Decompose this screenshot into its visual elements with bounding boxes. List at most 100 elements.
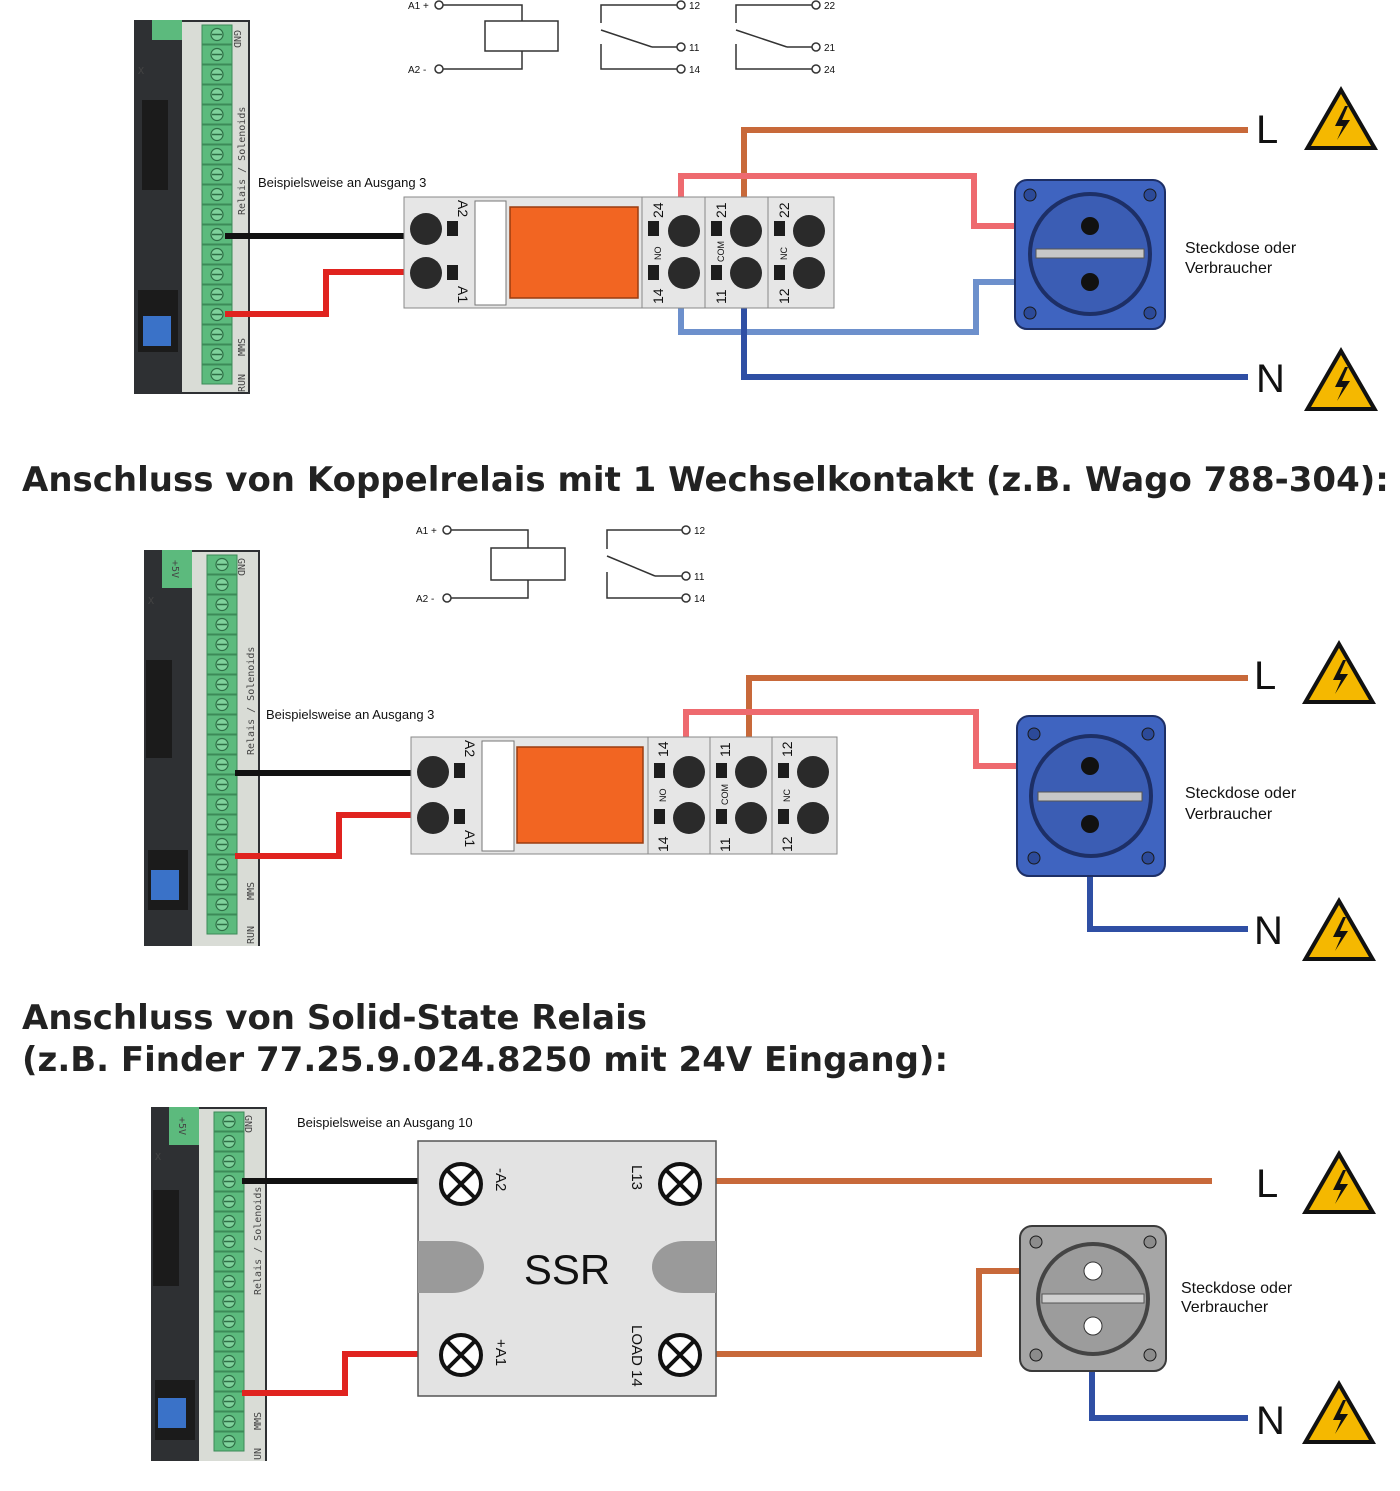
relay-com: COM bbox=[720, 784, 730, 805]
pcb-relais-label: Relais / Solenoids bbox=[246, 647, 257, 755]
schematic-12: 12 bbox=[689, 1, 701, 12]
relay-no: NO bbox=[653, 247, 663, 261]
relay-12-top: 12 bbox=[779, 741, 795, 757]
schematic-a1: A1 + bbox=[416, 526, 437, 537]
output-note: Beispielsweise an Ausgang 3 bbox=[266, 707, 434, 722]
relay-21: 21 bbox=[713, 202, 729, 218]
schematic-a2: A2 - bbox=[416, 594, 434, 605]
pcb-gnd-label: GND bbox=[231, 30, 242, 48]
heading-ssr-line1: Anschluss von Solid-State Relais bbox=[22, 998, 648, 1038]
socket-label-2: Verbraucher bbox=[1181, 1299, 1269, 1316]
pcb-x-label: X bbox=[148, 596, 154, 607]
controller-board: GND +5V Relais / Solenoids MMS RUN X bbox=[144, 550, 260, 946]
relay-nc: NC bbox=[782, 789, 792, 802]
supply-wire bbox=[225, 269, 405, 317]
line-n-label: N bbox=[1256, 357, 1285, 401]
warning-high-voltage-icon bbox=[1302, 1150, 1376, 1214]
heading-ssr-line2: (z.B. Finder 77.25.9.024.8250 mit 24V Ei… bbox=[22, 1040, 949, 1080]
warning-high-voltage-icon bbox=[1304, 86, 1378, 150]
pcb-x-label: X bbox=[155, 1152, 161, 1163]
supply-wire bbox=[242, 1351, 420, 1396]
pcb-5v-label: +5V bbox=[169, 560, 180, 578]
schematic-11: 11 bbox=[689, 43, 700, 54]
socket-label-1: Steckdose oder bbox=[1185, 785, 1297, 802]
line-l-label: L bbox=[1254, 654, 1276, 698]
schematic-a1: A1 + bbox=[408, 1, 429, 12]
coupling-relay-1 bbox=[403, 196, 835, 309]
line-l-label: L bbox=[1256, 108, 1278, 152]
relay-11: 11 bbox=[713, 289, 729, 304]
pcb-x-label: X bbox=[138, 66, 144, 77]
socket-label-1: Steckdose oder bbox=[1181, 1280, 1293, 1297]
relay-coil-icon bbox=[509, 206, 639, 299]
screw-terminal-icon bbox=[439, 1162, 702, 1377]
schematic-14: 14 bbox=[689, 65, 701, 76]
ssr-l13-label: L13 bbox=[628, 1165, 645, 1190]
relay-schematic bbox=[442, 525, 691, 603]
ssr-a1-label: +A1 bbox=[492, 1339, 509, 1366]
controller-board: GND Relais / Solenoids MMS RUN X bbox=[134, 20, 250, 394]
diagram-2: GND +5V Relais / Solenoids MMS RUN X Bei… bbox=[144, 525, 1376, 961]
power-socket-icon bbox=[1014, 179, 1166, 330]
relay-coil-icon bbox=[516, 746, 644, 844]
relay-a1: A1 bbox=[455, 286, 471, 303]
power-socket-icon bbox=[1019, 1225, 1167, 1372]
power-socket-icon bbox=[1016, 715, 1166, 877]
relay-a2: A2 bbox=[462, 740, 478, 757]
supply-wire bbox=[235, 812, 412, 859]
warning-high-voltage-icon bbox=[1302, 1380, 1376, 1444]
pcb-run-label: RUN bbox=[246, 926, 257, 944]
relay-24: 24 bbox=[650, 202, 666, 218]
relay-14-top: 14 bbox=[655, 741, 671, 757]
schematic-a2: A2 - bbox=[408, 65, 426, 76]
pcb-mms-label: MMS bbox=[253, 1412, 264, 1430]
schematic-11: 11 bbox=[694, 572, 705, 583]
socket-label-2: Verbraucher bbox=[1185, 260, 1273, 277]
relay-22: 22 bbox=[776, 202, 792, 218]
pcb-gnd-label: GND bbox=[242, 1115, 253, 1133]
coupling-relay-2 bbox=[410, 736, 838, 855]
line-n-label: N bbox=[1254, 909, 1283, 953]
potentiometer-icon bbox=[151, 870, 179, 900]
switched-wire bbox=[683, 709, 1090, 769]
warning-high-voltage-icon bbox=[1302, 640, 1376, 704]
schematic-14: 14 bbox=[694, 594, 706, 605]
schematic-24: 24 bbox=[824, 65, 836, 76]
heading-coupling-relay: Anschluss von Koppelrelais mit 1 Wechsel… bbox=[22, 460, 1389, 500]
output-note: Beispielsweise an Ausgang 10 bbox=[297, 1115, 473, 1130]
potentiometer-icon bbox=[158, 1398, 186, 1428]
potentiometer-icon bbox=[143, 316, 171, 346]
ssr-a2-label: -A2 bbox=[492, 1168, 509, 1191]
output-note: Beispielsweise an Ausgang 3 bbox=[258, 175, 426, 190]
controller-board: GND +5V Relais / Solenoids MMS UN X bbox=[151, 1107, 267, 1461]
line-l-label: L bbox=[1256, 1162, 1278, 1206]
line-n-label: N bbox=[1256, 1399, 1285, 1443]
relay-14: 14 bbox=[650, 288, 666, 304]
solid-state-relay bbox=[417, 1140, 717, 1397]
pcb-gnd-label: GND bbox=[235, 558, 246, 576]
ssr-label: SSR bbox=[524, 1246, 610, 1293]
switched-wire bbox=[678, 173, 1086, 232]
ssr-load14-label: LOAD 14 bbox=[628, 1325, 645, 1387]
pcb-relais-label: Relais / Solenoids bbox=[253, 1187, 264, 1295]
pcb-mms-label: MMS bbox=[237, 338, 248, 356]
pcb-5v-label: +5V bbox=[176, 1117, 187, 1135]
relay-12-bottom: 12 bbox=[779, 836, 795, 852]
relay-11-top: 11 bbox=[717, 742, 733, 757]
relay-a2: A2 bbox=[455, 200, 471, 217]
warning-high-voltage-icon bbox=[1302, 897, 1376, 961]
relay-a1: A1 bbox=[462, 830, 478, 847]
pcb-relais-label: Relais / Solenoids bbox=[237, 107, 248, 215]
neutral-feed-wire bbox=[678, 272, 1086, 335]
pcb-mms-label: MMS bbox=[246, 882, 257, 900]
relay-12: 12 bbox=[776, 288, 792, 304]
pcb-un-label: UN bbox=[253, 1448, 264, 1460]
relay-schematic bbox=[434, 0, 821, 74]
schematic-21: 21 bbox=[824, 43, 836, 54]
relay-14-bottom: 14 bbox=[655, 836, 671, 852]
relay-nc: NC bbox=[779, 247, 789, 260]
schematic-12: 12 bbox=[694, 526, 706, 537]
pcb-run-label: RUN bbox=[237, 374, 248, 392]
diagram-1: GND Relais / Solenoids MMS RUN X Beispie… bbox=[134, 0, 1378, 411]
